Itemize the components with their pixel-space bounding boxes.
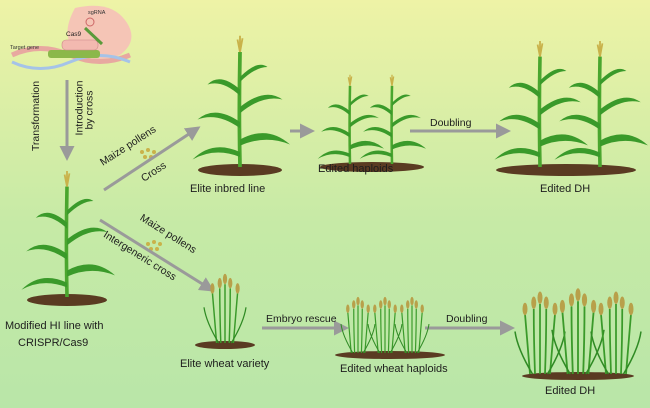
doubling-top-label: Doubling xyxy=(430,117,472,129)
by-cross-label: by cross xyxy=(83,90,96,130)
transformation-label: Transformation xyxy=(30,80,43,152)
edited-dh-top-caption: Edited DH xyxy=(540,183,591,195)
embryo-rescue-label: Embryo rescue xyxy=(266,313,337,325)
cas9-label: Cas9 xyxy=(66,31,82,38)
target-gene-label: Target gene xyxy=(10,45,40,51)
doubling-bottom-label: Doubling xyxy=(446,313,488,325)
modified-hi-caption-line1: Modified HI line with xyxy=(5,320,104,332)
pollen-icon xyxy=(140,148,162,251)
elite-inbred-caption: Elite inbred line xyxy=(190,183,266,195)
edited-haploids-caption: Edited haploids xyxy=(318,163,394,175)
edited-dh-bottom-caption: Edited DH xyxy=(545,385,596,397)
modified-hi-caption-line2: CRISPR/Cas9 xyxy=(18,337,89,349)
edited-wheat-haploids-caption: Edited wheat haploids xyxy=(340,363,448,375)
sgrna-label: sgRNA xyxy=(88,10,106,16)
elite-wheat-caption: Elite wheat variety xyxy=(180,358,270,370)
arrow-icon xyxy=(59,80,515,336)
crispr-cas9-icon xyxy=(10,5,132,70)
